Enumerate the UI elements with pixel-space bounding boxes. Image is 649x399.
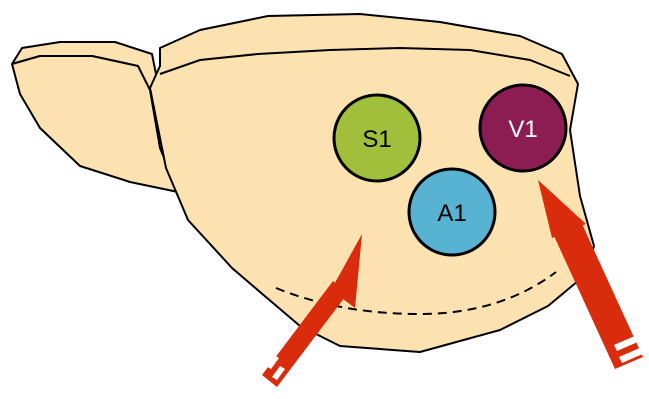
v1-label: V1 <box>508 116 537 143</box>
s1-label: S1 <box>362 126 391 153</box>
arrow-right-shaft <box>554 224 643 369</box>
cortex-body <box>150 14 594 352</box>
a1-label: A1 <box>437 200 466 227</box>
